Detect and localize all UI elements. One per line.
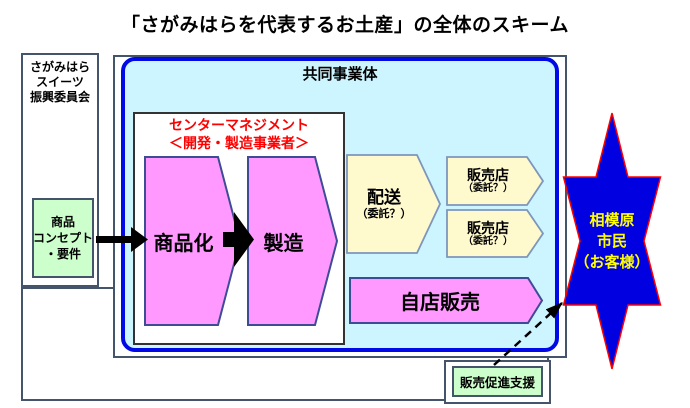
- committee-line-1: さがみはら: [29, 60, 90, 74]
- committee-line-3: 振興委員会: [29, 90, 90, 104]
- concept-line-2: コンセプト: [32, 231, 93, 245]
- delivery-text: 配送: [367, 187, 401, 207]
- star-line-3: （お客様）: [574, 253, 650, 271]
- concept-box: [32, 198, 94, 278]
- delivery-label: 配送 （委託？）: [347, 155, 421, 253]
- manufacturing-label: 製造: [263, 232, 304, 255]
- center-management-line-1: センターマネジメント: [169, 117, 309, 133]
- promotion-label: 販売促進支援: [459, 376, 535, 390]
- committee-label: さがみはら スイーツ 振興委員会: [21, 60, 99, 105]
- promotion-box: 販売促進支援: [452, 366, 543, 397]
- committee-line-2: スイーツ: [36, 75, 84, 89]
- center-management-line-2: ＜開発・製造事業者＞: [169, 135, 309, 151]
- citizens-star-label: 相模原 市民 （お客様）: [556, 178, 668, 304]
- delivery-note: （委託？）: [356, 207, 412, 220]
- store1-note: （委託？）: [463, 183, 513, 194]
- joint-venture-label: 共同事業体: [302, 66, 378, 83]
- productization-label: 商品化: [153, 232, 214, 255]
- store1-label: 販売店 （委託？）: [447, 157, 529, 205]
- store1-text: 販売店: [467, 167, 509, 183]
- star-line-2: 市民: [596, 232, 627, 250]
- concept-line-3: ・要件: [44, 247, 81, 261]
- star-line-1: 相模原: [589, 211, 635, 229]
- center-management-heading: センターマネジメント ＜開発・製造事業者＞: [133, 116, 345, 152]
- concept-line-1: 商品: [50, 215, 75, 229]
- store2-note: （委託？）: [463, 235, 513, 247]
- concept-label: 商品 コンセプト ・要件: [32, 198, 94, 278]
- page-title: 「さがみはらを代表するお土産」の全体のスキーム: [121, 15, 569, 36]
- store2-text: 販売店: [467, 219, 509, 236]
- store2-label: 販売店 （委託？）: [447, 210, 529, 257]
- own-store-label: 自店販売: [400, 292, 480, 314]
